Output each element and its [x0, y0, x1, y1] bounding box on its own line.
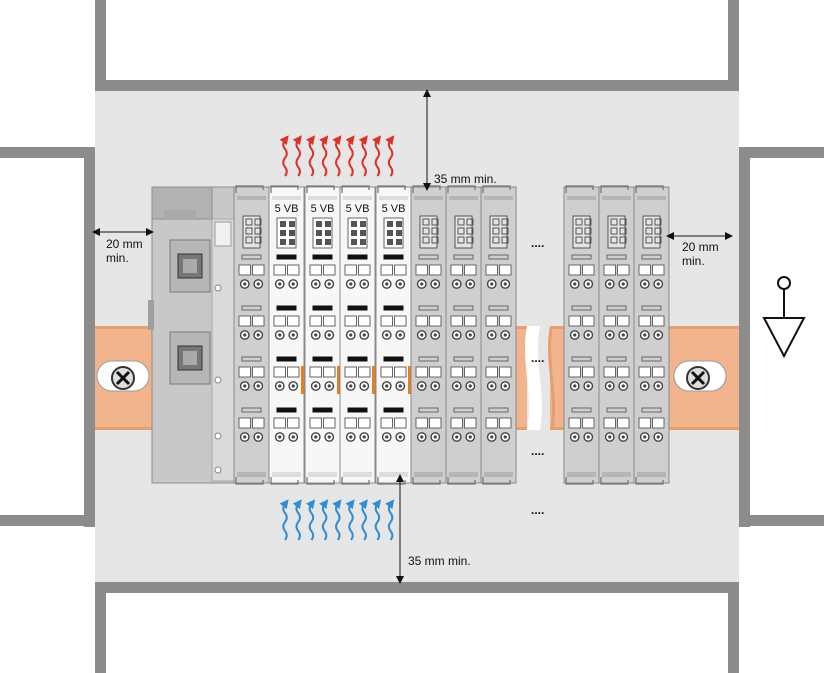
- bus-coupler: [148, 186, 235, 484]
- left-clearance-label-line1: 20 mm: [106, 237, 143, 251]
- terminal-module: [563, 185, 600, 485]
- terminal-module: [480, 185, 517, 485]
- cooling-airflow-arrows: [279, 499, 395, 541]
- right-clearance-label-line1: 20 mm: [682, 240, 719, 254]
- power-feed-module: 5 VB: [304, 185, 341, 485]
- terminal-module: [633, 185, 670, 485]
- top-clearance-dimension: 35 mm min.: [423, 89, 497, 191]
- heat-arrow-icon: [319, 499, 329, 541]
- heat-arrow-icon: [292, 135, 302, 177]
- heat-arrow-icon: [345, 499, 355, 541]
- terminal-module: [410, 185, 447, 485]
- heat-arrow-icon: [279, 135, 289, 177]
- heat-arrow-icon: [319, 135, 329, 177]
- heat-arrow-icon: [332, 499, 342, 541]
- module-voltage-label: 5 VB: [275, 203, 299, 215]
- heat-arrow-icon: [372, 499, 382, 541]
- bottom-clearance-dimension: 35 mm min.: [396, 474, 471, 584]
- heat-arrow-icon: [358, 135, 368, 177]
- bottom-clearance-label: 35 mm min.: [408, 554, 471, 568]
- terminal-module: [445, 185, 482, 485]
- heat-arrow-icon: [306, 135, 316, 177]
- right-clearance-dimension: 20 mm min.: [666, 232, 733, 268]
- module-voltage-label: 5 VB: [346, 203, 370, 215]
- heat-arrow-icon: [372, 135, 382, 177]
- heat-arrow-icon: [345, 135, 355, 177]
- top-clearance-label: 35 mm min.: [434, 172, 497, 186]
- left-clearance-dimension: 20 mm min.: [92, 228, 154, 265]
- heat-arrow-icon: [279, 499, 289, 541]
- right-clearance-label-line2: min.: [682, 254, 705, 268]
- ellipsis-upper: ....: [531, 236, 544, 250]
- screw-icon: [686, 366, 710, 390]
- heat-dissipation-arrows: [279, 135, 395, 177]
- heat-arrow-icon: [385, 499, 395, 541]
- heat-arrow-icon: [385, 135, 395, 177]
- screw-icon: [111, 366, 135, 390]
- ellipsis-bottom: ....: [531, 503, 544, 517]
- heat-arrow-icon: [332, 135, 342, 177]
- terminal-modules: 5 VB 5 VB 5 VB 5 VB: [233, 185, 670, 485]
- ellipsis-rail: ....: [531, 351, 544, 365]
- terminal-module: [598, 185, 635, 485]
- module-voltage-label: 5 VB: [311, 203, 335, 215]
- power-feed-module: 5 VB: [375, 185, 412, 485]
- terminal-module: [233, 185, 270, 485]
- power-feed-module: 5 VB: [339, 185, 376, 485]
- ground-symbol-icon: [762, 276, 806, 359]
- heat-arrow-icon: [292, 499, 302, 541]
- left-clearance-label-line2: min.: [106, 251, 129, 265]
- module-voltage-label: 5 VB: [382, 203, 406, 215]
- heat-arrow-icon: [306, 499, 316, 541]
- ellipsis-lower: ....: [531, 444, 544, 458]
- power-feed-module: 5 VB: [268, 185, 305, 485]
- heat-arrow-icon: [358, 499, 368, 541]
